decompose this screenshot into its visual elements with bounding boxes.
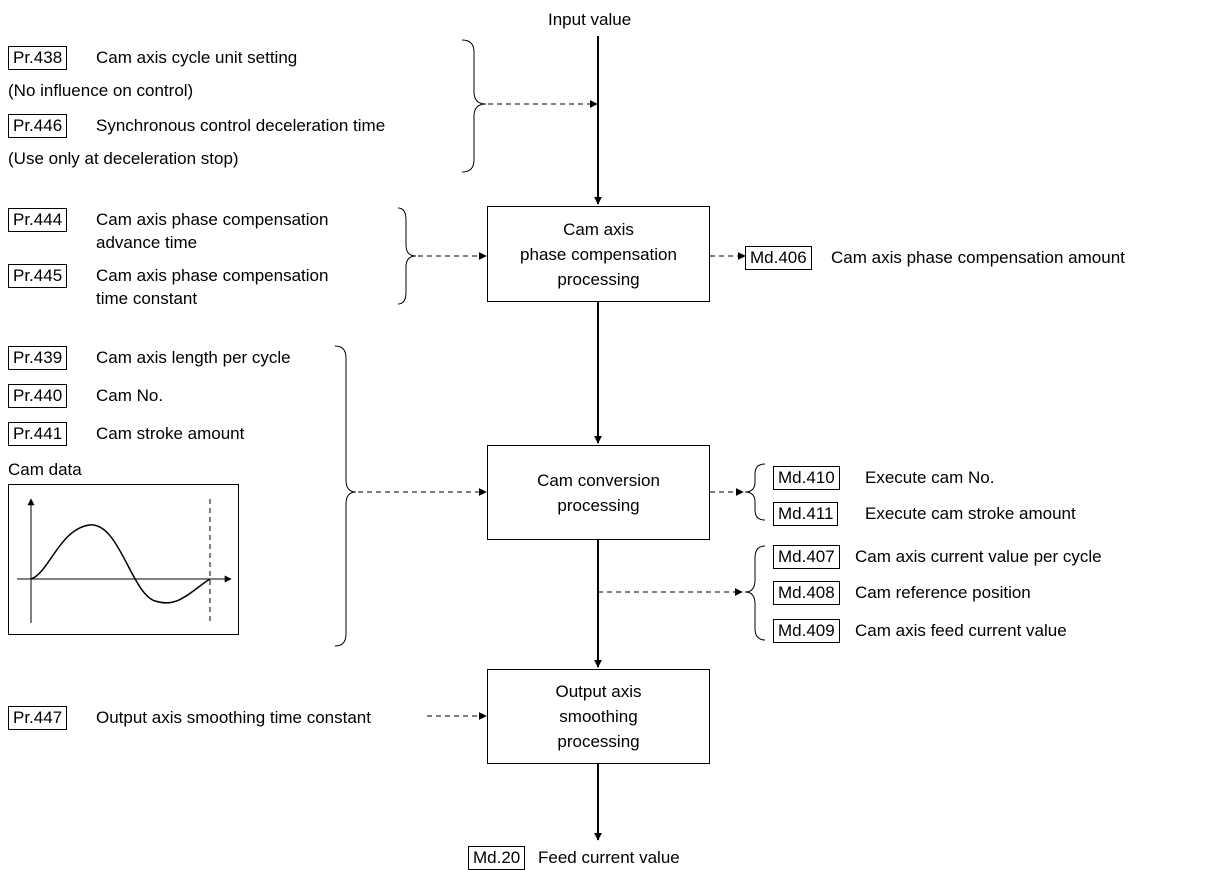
pr439-label: Cam axis length per cycle xyxy=(96,348,291,367)
md406-label: Cam axis phase compensation amount xyxy=(831,248,1125,267)
feed-current-value-label: Feed current value xyxy=(538,848,680,867)
cam-data-graph xyxy=(8,484,239,635)
pr440-tag: Pr.440 xyxy=(8,384,68,408)
pr446-tag: Pr.446 xyxy=(8,114,68,138)
pr441-tag: Pr.441 xyxy=(8,422,68,446)
pr438-note: (No influence on control) xyxy=(8,81,194,100)
pr438-label: Cam axis cycle unit setting xyxy=(96,48,298,67)
phase-box-line-2: phase compensation xyxy=(520,244,677,264)
pr440-label: Cam No. xyxy=(96,386,164,405)
pr446-note: (Use only at deceleration stop) xyxy=(8,149,239,168)
pr445-tag: Pr.445 xyxy=(8,264,68,288)
md408-label: Cam reference position xyxy=(855,583,1031,602)
md410-label: Execute cam No. xyxy=(865,468,995,487)
cam-curve-graphic xyxy=(17,498,232,623)
smoothing-box-line-3: processing xyxy=(557,732,640,751)
pr444-label-line2: advance time xyxy=(96,233,198,252)
phase-box-line-1: Cam axis xyxy=(563,219,634,239)
brace-group-3 xyxy=(334,345,357,647)
conversion-box-line-2: processing xyxy=(557,495,640,515)
md410-tag: Md.410 xyxy=(773,466,840,490)
smoothing-box-line-2: smoothing xyxy=(559,707,638,726)
pr438-tag: Pr.438 xyxy=(8,46,68,70)
md406-tag: Md.406 xyxy=(745,246,812,270)
phase-compensation-box: Cam axis phase compensation processing xyxy=(487,206,710,302)
brace-group-1 xyxy=(461,39,487,173)
pr445-label-line2: time constant xyxy=(96,289,198,308)
pr447-tag: Pr.447 xyxy=(8,706,68,730)
output-smoothing-box: Output axis smoothing processing xyxy=(487,669,710,764)
md408-tag: Md.408 xyxy=(773,581,840,605)
md407-label: Cam axis current value per cycle xyxy=(855,547,1102,566)
phase-box-line-3: processing xyxy=(557,269,640,289)
md409-label: Cam axis feed current value xyxy=(855,621,1067,640)
md411-label: Execute cam stroke amount xyxy=(865,504,1076,523)
brace-group-2 xyxy=(397,207,417,305)
cam-data-label: Cam data xyxy=(8,460,82,479)
md407-tag: Md.407 xyxy=(773,545,840,569)
input-value-label: Input value xyxy=(548,10,632,29)
smoothing-box-line-1: Output axis xyxy=(555,682,642,701)
md409-tag: Md.409 xyxy=(773,619,840,643)
pr446-label: Synchronous control deceleration time xyxy=(96,116,386,135)
md20-tag: Md.20 xyxy=(468,846,526,870)
conversion-box-line-1: Cam conversion xyxy=(537,470,660,490)
cam-curve xyxy=(30,524,211,604)
pr444-tag: Pr.444 xyxy=(8,208,68,232)
brace-current-outputs xyxy=(744,545,766,641)
pr444-label: Cam axis phase compensation xyxy=(96,210,329,229)
md411-tag: Md.411 xyxy=(773,502,839,526)
cam-conversion-box: Cam conversion processing xyxy=(487,445,710,540)
brace-conversion-outputs xyxy=(744,463,766,521)
pr439-tag: Pr.439 xyxy=(8,346,68,370)
pr445-label: Cam axis phase compensation xyxy=(96,266,329,285)
pr441-label: Cam stroke amount xyxy=(96,424,245,443)
pr447-label: Output axis smoothing time constant xyxy=(96,708,371,727)
